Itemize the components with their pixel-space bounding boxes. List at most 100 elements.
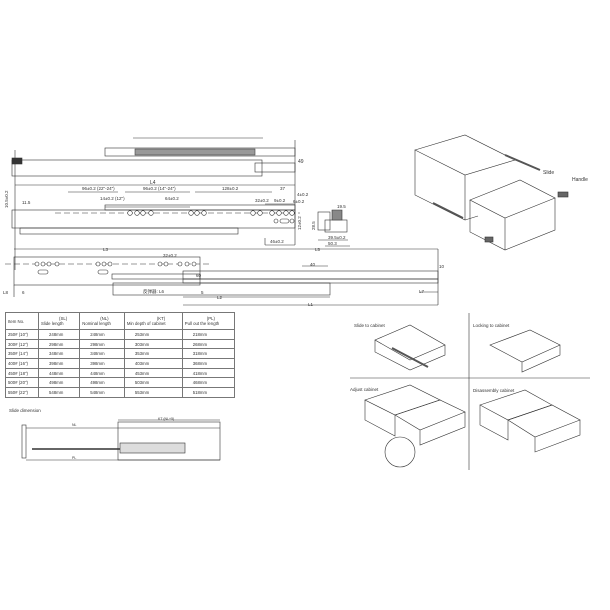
table-cell: 300# (12") <box>4 338 40 350</box>
dim-4: 4±0.2 <box>297 192 309 197</box>
table-header-row: Item No. (SL)Slide length (NL)Nominal le… <box>4 312 236 330</box>
table-cell: 453mm <box>123 367 183 379</box>
table-cell: 418mm <box>181 367 236 379</box>
dim-32: 32±0.2 <box>255 198 269 203</box>
dim-l4: L4 <box>150 180 156 186</box>
main-rail-view <box>11 191 300 246</box>
header-nominal-length: (NL)Nominal length <box>79 312 125 330</box>
dim-96-22-24: 96±0.2 (22"-24") <box>82 186 115 191</box>
table-cell: 318mm <box>181 348 236 360</box>
panel-title-disassembly-cabinet: Disassembly cabinet <box>473 388 515 393</box>
slide-dimension-drawing <box>21 419 221 461</box>
dim-49: 49 <box>298 159 304 165</box>
table-cell: 548mm <box>79 387 125 398</box>
table-cell: 253mm <box>123 329 183 340</box>
header-item-no: Item No. <box>4 312 40 330</box>
dim-l6: 反弹器: L6 <box>143 288 165 295</box>
dim-28-5: 28.5 <box>311 221 316 230</box>
dim-l7: L7 <box>419 289 425 294</box>
panel-title-locking-to-cabinet: Locking to cabinet <box>473 323 510 328</box>
dim-96-14-24: 96±0.2 (14"-24") <box>143 186 176 191</box>
slide-dim-kt: KT (NL+5) <box>158 417 174 421</box>
table-cell: 218mm <box>181 329 236 340</box>
table-cell: 398mm <box>79 358 125 369</box>
table-cell: 398mm <box>38 358 81 369</box>
table-cell: 248mm <box>38 329 81 340</box>
header-slide-length: (SL)Slide length <box>38 312 81 330</box>
table-cell: 400# (16") <box>4 358 40 369</box>
dim-l2: L2 <box>217 295 223 300</box>
dim-46: 46±0.2 <box>270 239 284 244</box>
table-cell: 248mm <box>79 329 125 340</box>
table-cell: 498mm <box>79 377 125 389</box>
dim-64: 64±0.2 <box>165 196 179 201</box>
extended-rail-view <box>5 248 439 306</box>
table-cell: 450# (18") <box>4 367 40 379</box>
dim-37: 37 <box>280 186 286 191</box>
dim-6b: 6 <box>22 290 25 295</box>
dim-12: 12±0.2 <box>297 216 302 230</box>
dim-6: 6±0.2 <box>293 199 305 204</box>
table-cell: 468mm <box>181 377 236 389</box>
panel-title-adjust-cabinet: Adjust cabinet <box>350 387 379 392</box>
dim-128: 128±0.2 <box>222 186 239 191</box>
table-cell: 503mm <box>123 377 183 389</box>
dim-50-3: 50.3 <box>328 241 337 246</box>
table-cell: 448mm <box>38 367 81 379</box>
specification-table: Item No. (SL)Slide length (NL)Nominal le… <box>4 312 236 398</box>
dim-10-5: 10.5±0.2 <box>4 190 9 208</box>
table-cell: 550# (22") <box>4 387 40 398</box>
header-pull-out-length: (PL)Pull out the length <box>181 312 236 330</box>
isometric-handle-label: Handle <box>572 177 588 183</box>
table-cell: 348mm <box>79 348 125 360</box>
dim-40: 40 <box>310 262 316 267</box>
dim-9: 9±0.2 <box>274 198 286 203</box>
table-cell: 268mm <box>181 338 236 350</box>
dim-l5: L5 <box>315 247 321 252</box>
slide-dim-pl: PL <box>72 456 76 460</box>
table-cell: 303mm <box>123 338 183 350</box>
dim-39-5: 39.5±0.2 <box>328 235 346 240</box>
panel-title-slide-to-cabinet: Slide to cabinet <box>354 323 385 328</box>
dim-14-12: 14±0.2 (12") <box>100 196 125 201</box>
table-cell: 403mm <box>123 358 183 369</box>
header-min-depth: (KT)Min depth of cabinet <box>123 312 183 330</box>
dim-19-5: 19.5 <box>337 204 346 209</box>
table-cell: 298mm <box>38 338 81 350</box>
dim-5: 5 <box>201 290 204 295</box>
table-cell: 500# (20") <box>4 377 40 389</box>
table-cell: 250# (10") <box>4 329 40 340</box>
table-cell: 553mm <box>123 387 183 398</box>
dim-l3: L3 <box>103 247 109 252</box>
table-cell: 548mm <box>38 387 81 398</box>
dim-32b: 32±0.2 <box>163 253 177 258</box>
side-profile-view <box>317 209 350 247</box>
dim-l8: L8 <box>3 290 9 295</box>
top-slide-view <box>11 137 296 270</box>
dim-60: 60 <box>196 273 202 278</box>
table-cell: 298mm <box>79 338 125 350</box>
isometric-drawer-view <box>414 134 569 251</box>
dim-l1: L1 <box>308 302 314 307</box>
table-cell: 348mm <box>38 348 81 360</box>
dim-10: 10 <box>439 264 445 269</box>
slide-dimension-title: Slide dimension <box>9 408 41 413</box>
isometric-slide-label: Slide <box>543 170 554 176</box>
table-cell: 368mm <box>181 358 236 369</box>
table-cell: 448mm <box>79 367 125 379</box>
installation-panels <box>350 313 590 470</box>
table-cell: 350# (14") <box>4 348 40 360</box>
table-cell: 353mm <box>123 348 183 360</box>
table-cell: 498mm <box>38 377 81 389</box>
dim-11-5: 11.5 <box>22 200 31 205</box>
table-cell: 518mm <box>181 387 236 398</box>
slide-dim-nl: NL <box>72 423 77 427</box>
